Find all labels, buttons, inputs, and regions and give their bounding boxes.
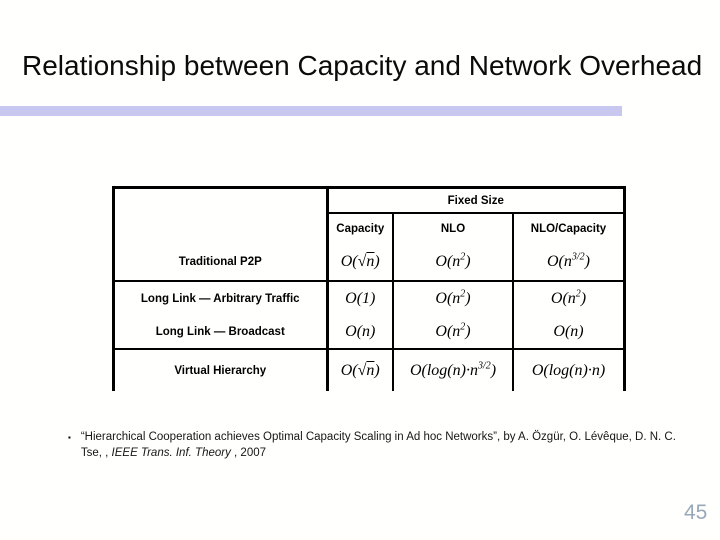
cell-nlo-capacity: O(n): [513, 315, 623, 350]
cell-nlo-capacity: O(n2): [550, 288, 587, 307]
column-header-nlo: NLO: [393, 213, 514, 243]
cell-nlo: O(n2): [393, 315, 514, 350]
table-row: Virtual Hierarchy O(√n) O(log(n)·n3/2) O…: [115, 349, 623, 391]
page-title: Relationship between Capacity and Networ…: [22, 50, 703, 81]
capacity-overhead-table: Fixed Size Capacity NLO NLO/Capacity Tra…: [112, 186, 626, 391]
cell-capacity: O(√n): [327, 243, 394, 282]
column-header-nlo-capacity: NLO/Capacity: [530, 222, 607, 235]
title-accent-bar: [0, 106, 622, 116]
citation-text: “Hierarchical Cooperation achieves Optim…: [80, 431, 676, 459]
cell-nlo: O(log(n)·n3/2): [393, 349, 514, 391]
cell-capacity: O(√n): [327, 349, 394, 391]
cell-nlo: O(n2): [393, 281, 514, 315]
cell-nlo: O(n2): [393, 243, 514, 282]
table-corner-cell: [115, 189, 329, 243]
cell-nlo-capacity: O(log(n)·n): [531, 361, 606, 379]
cell-nlo-capacity: O(n3/2): [513, 243, 623, 282]
row-label: Traditional P2P: [115, 243, 329, 282]
citation-list-item: ▪ “Hierarchical Cooperation achieves Opt…: [68, 429, 690, 461]
column-header-capacity: Capacity: [327, 213, 394, 243]
row-label: Long Link — Arbitrary Traffic: [115, 281, 329, 315]
table-group-header: Fixed Size: [327, 189, 623, 214]
bullet-icon: ▪: [68, 433, 71, 442]
cell-capacity: O(1): [327, 281, 394, 315]
row-label: Long Link — Broadcast: [115, 315, 329, 350]
table-row: Long Link — Broadcast O(n) O(n2) O(n): [115, 315, 623, 350]
page-number: 45: [684, 501, 708, 524]
table-row: Traditional P2P O(√n) O(n2) O(n3/2): [115, 243, 623, 282]
cell-capacity: O(n): [327, 315, 394, 350]
row-label: Virtual Hierarchy: [115, 349, 329, 391]
table-row: Long Link — Arbitrary Traffic O(1) O(n2)…: [115, 281, 623, 315]
